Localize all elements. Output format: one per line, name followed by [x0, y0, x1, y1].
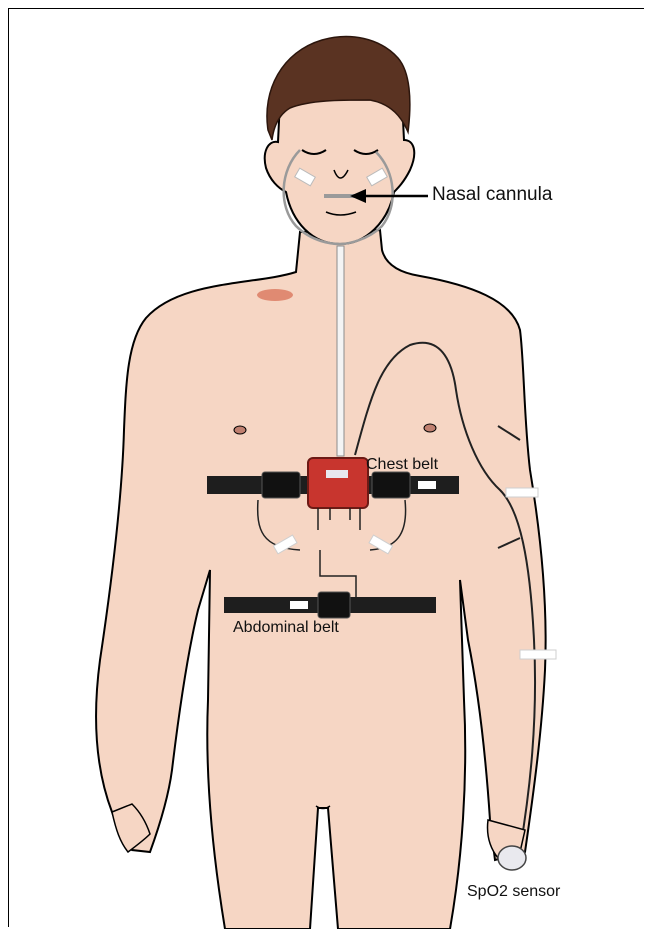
- chest-belt-buckle-left: [262, 472, 300, 498]
- shoulder-mark: [257, 289, 293, 301]
- spo2-sensor-label: SpO2 sensor: [467, 883, 560, 901]
- chest-belt-label: Chest belt: [366, 456, 438, 474]
- abdominal-belt-buckle: [318, 592, 350, 618]
- abdominal-belt-tag: [290, 601, 308, 609]
- recorder-device: [308, 458, 368, 508]
- left-nipple: [234, 426, 246, 434]
- chest-belt-buckle-right: [372, 472, 410, 498]
- nasal-cannula-label: Nasal cannula: [432, 184, 552, 206]
- abdominal-belt-label: Abdominal belt: [233, 619, 339, 637]
- arm-tape-lower: [520, 650, 556, 659]
- recorder-display: [326, 470, 348, 478]
- spo2-sensor-device: [498, 846, 526, 870]
- right-nipple: [424, 424, 436, 432]
- arm-tape-upper: [506, 488, 538, 497]
- chest-belt-tag: [418, 481, 436, 489]
- body-silhouette: [96, 230, 546, 929]
- cannula-tube: [337, 246, 344, 456]
